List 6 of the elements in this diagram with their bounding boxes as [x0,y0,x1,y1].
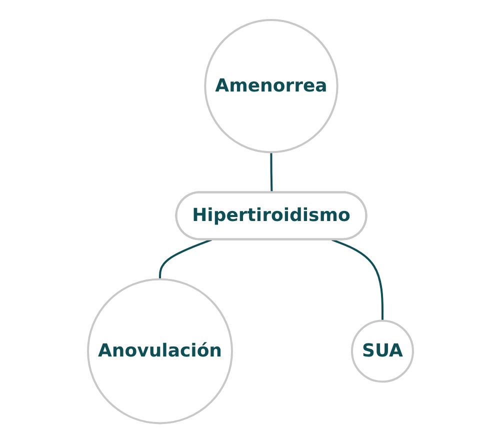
node-circle: Amenorrea [204,19,338,154]
node-circle: Anovulación [87,278,234,425]
connector [332,239,384,322]
connector [270,152,273,194]
node-circle: SUA [351,320,414,384]
connector [159,239,212,280]
